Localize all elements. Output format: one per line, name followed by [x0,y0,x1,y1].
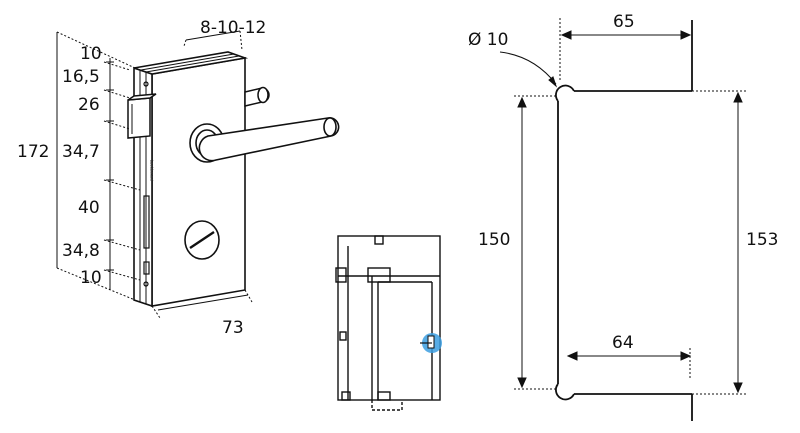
offset-bottom-dimension [566,348,692,378]
dim-total-172: 172 [17,142,49,162]
inner-height-dimension [514,95,556,390]
dim-34-7: 34,7 [62,142,100,162]
offset-bottom-label: 64 [612,333,634,353]
inner-height-label: 150 [478,230,510,250]
width-label: 73 [222,318,244,338]
height-dimension-lines [56,31,141,301]
dim-34-8: 34,8 [62,241,100,261]
offset-top-dimension [559,18,692,82]
profile-outline [555,20,693,421]
brand-mark: Lockbrand [149,160,154,181]
dim-26: 26 [78,95,100,115]
outer-height-dimension [692,90,746,395]
lock-position-marker [420,333,442,353]
dimension-ticks [106,61,114,271]
frame-schematic [335,235,441,411]
lever-handle [189,117,340,163]
offset-top-label: 65 [613,12,635,32]
outer-height-label: 153 [746,230,778,250]
diameter-leader [499,51,558,88]
glass-thickness-label: 8-10-12 [200,18,266,38]
cylinder [184,220,220,260]
glass-dimension [183,30,243,51]
hole-diameter-label: Ø 10 [468,30,508,50]
faceplate-details [143,81,150,287]
rear-spindle [244,86,270,107]
dim-16-5: 16,5 [62,67,100,87]
width-dimension [151,289,253,319]
dim-10-bottom: 10 [80,268,102,288]
latch-bolt [127,93,157,139]
dim-40: 40 [78,198,100,218]
dim-10-top: 10 [80,44,102,64]
